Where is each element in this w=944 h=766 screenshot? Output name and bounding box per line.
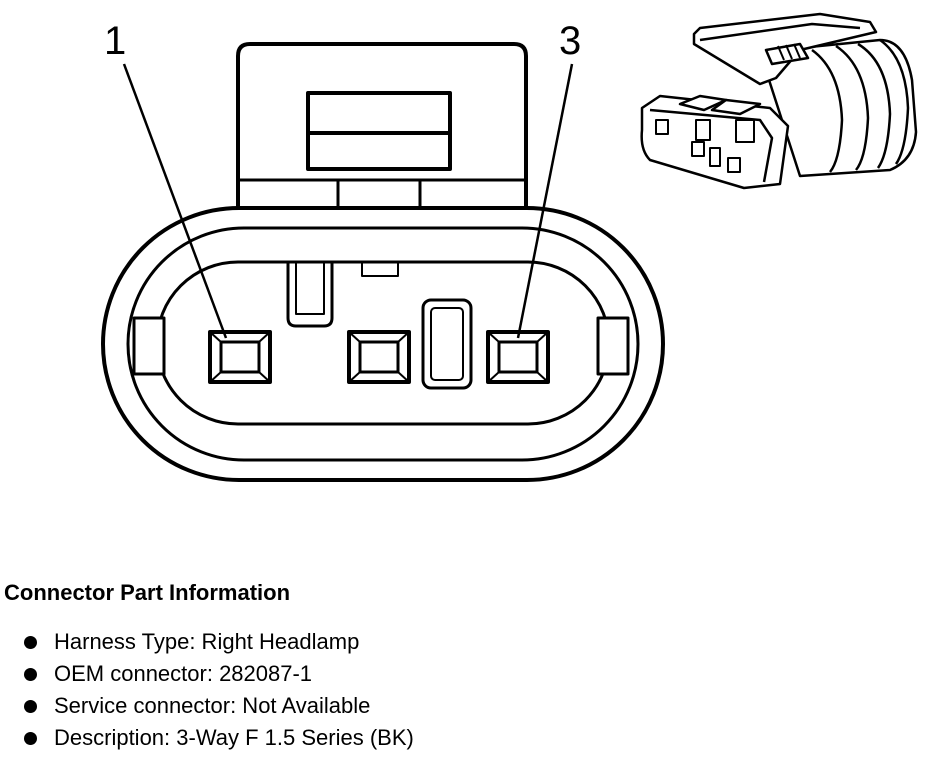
list-item-text: Description: 3-Way F 1.5 Series (BK) xyxy=(54,725,414,750)
connector-diagram: 1 3 xyxy=(101,12,918,482)
bullet-icon xyxy=(24,636,37,649)
list-item-harness-type: Harness Type: Right Headlamp xyxy=(4,626,934,658)
pin-label-1: 1 xyxy=(104,19,126,63)
connector-face xyxy=(101,42,665,482)
pin-label-3: 3 xyxy=(559,19,581,63)
position-assurance-slot xyxy=(421,298,473,390)
pin-3-leader-line xyxy=(516,63,574,339)
pin-cavity-2 xyxy=(347,330,411,384)
list-item-oem-connector: OEM connector: 282087-1 xyxy=(4,658,934,690)
section-title: Connector Part Information xyxy=(4,580,291,605)
list-item-description: Description: 3-Way F 1.5 Series (BK) xyxy=(4,722,934,754)
list-item-text: OEM connector: 282087-1 xyxy=(54,661,313,686)
list-item-text: Service connector: Not Available xyxy=(54,693,371,718)
right-lock-tab xyxy=(596,316,630,376)
connector-inner-rim xyxy=(126,226,640,462)
pin-1-leader-line xyxy=(122,63,228,339)
connector-isometric-view xyxy=(640,12,918,190)
connector-part-information: Connector Part Information Harness Type:… xyxy=(4,578,934,754)
list-item-service-connector: Service connector: Not Available xyxy=(4,690,934,722)
bullet-icon xyxy=(24,732,37,745)
polarizing-key xyxy=(286,262,334,328)
pin-cavity-1 xyxy=(208,330,272,384)
bullet-icon xyxy=(24,668,37,681)
pin-cavity-3 xyxy=(486,330,550,384)
info-list: Harness Type: Right Headlamp OEM connect… xyxy=(4,626,934,754)
top-notch xyxy=(361,261,399,277)
latch-housing xyxy=(236,42,528,212)
left-lock-tab xyxy=(132,316,166,376)
list-item-text: Harness Type: Right Headlamp xyxy=(54,629,360,654)
bullet-icon xyxy=(24,700,37,713)
